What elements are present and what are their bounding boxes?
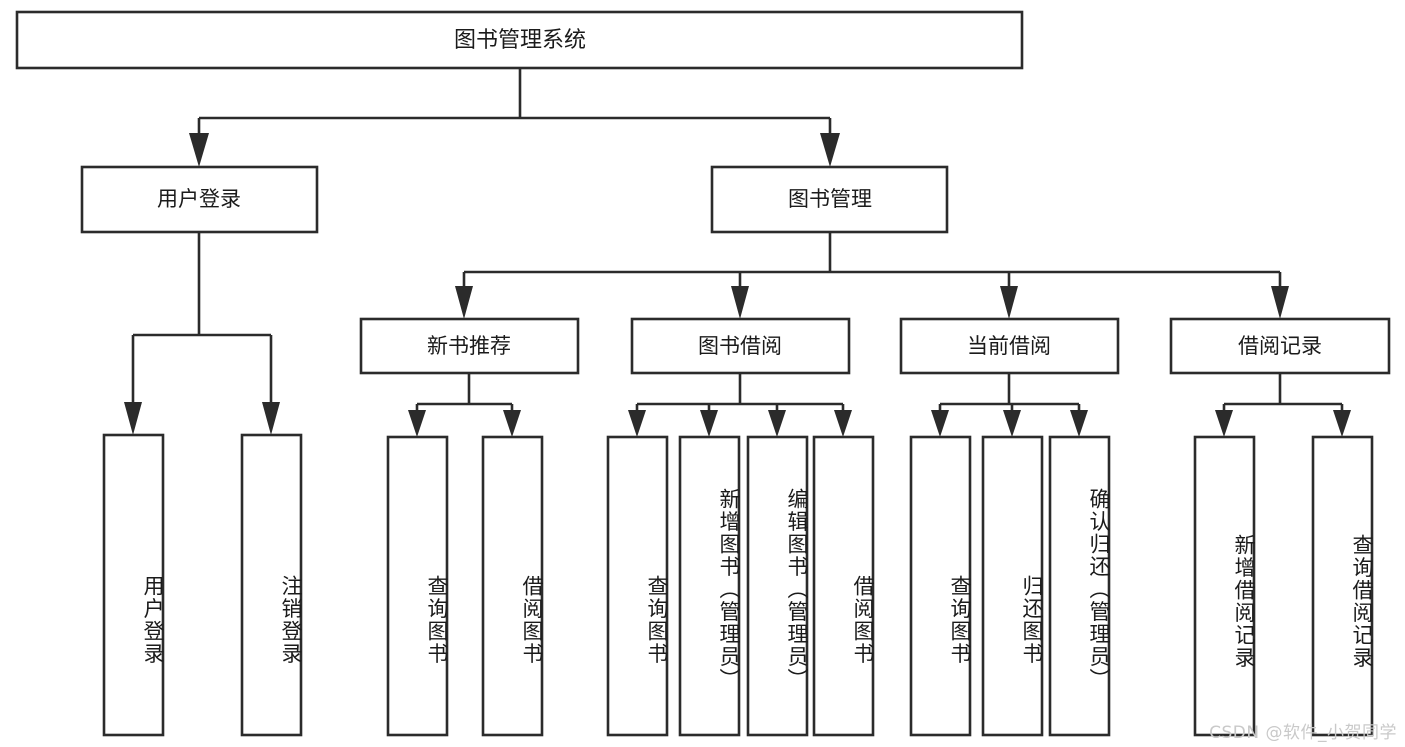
arrow-head-leaf-add-record	[1215, 410, 1233, 437]
node-book-borrow-box[interactable]	[630, 317, 851, 375]
node-book-borrow-label: 图书借阅	[698, 334, 782, 358]
arrow-head-leaf-add-book	[700, 410, 718, 437]
node-root-label: 图书管理系统	[454, 28, 586, 53]
node-leaf-query-book-2-box[interactable]	[606, 435, 669, 737]
arrow-head-leaf-user-login	[124, 402, 142, 435]
arrow-head-borrow-record	[1271, 286, 1289, 319]
arrow-head-leaf-logout-login	[262, 402, 280, 435]
node-book-manage-box[interactable]	[710, 165, 949, 234]
node-leaf-user-login-box[interactable]	[102, 433, 165, 737]
node-current-borrow[interactable]: 当前借阅	[899, 317, 1120, 375]
node-book-borrow[interactable]: 图书借阅	[630, 317, 851, 375]
node-book-manage-label: 图书管理	[788, 187, 872, 211]
connector-layer	[124, 68, 1351, 437]
arrow-head-leaf-confirm-return	[1070, 410, 1088, 437]
node-new-book-recommend[interactable]: 新书推荐	[359, 317, 580, 375]
arrow-head-new-book-recommend	[455, 286, 473, 319]
node-book-manage[interactable]: 图书管理	[710, 165, 949, 234]
node-leaf-borrow-book-1-box[interactable]	[481, 435, 544, 737]
node-new-book-recommend-label: 新书推荐	[427, 334, 511, 358]
node-borrow-record-box[interactable]	[1169, 317, 1391, 375]
leaf-box-layer[interactable]	[102, 433, 1374, 737]
arrow-head-current-borrow	[1000, 286, 1018, 319]
node-leaf-edit-book-box[interactable]	[746, 435, 809, 737]
node-leaf-query-book-1-box[interactable]	[386, 435, 449, 737]
node-leaf-add-book-box[interactable]	[678, 435, 741, 737]
node-root-box[interactable]	[15, 10, 1024, 70]
csdn-watermark: CSDN @软件_小贺同学	[1209, 723, 1397, 743]
node-root[interactable]: 图书管理系统	[15, 10, 1024, 70]
arrow-head-leaf-query-record	[1333, 410, 1351, 437]
node-leaf-borrow-book-2-box[interactable]	[812, 435, 875, 737]
node-leaf-query-record-box[interactable]	[1311, 435, 1374, 737]
arrow-head-user-login	[189, 133, 209, 167]
node-leaf-query-book-3-box[interactable]	[909, 435, 972, 737]
arrow-head-leaf-return-book	[1003, 410, 1021, 437]
arrow-head-leaf-edit-book	[768, 410, 786, 437]
arrow-head-leaf-query-book-1	[408, 410, 426, 437]
arrow-head-book-manage	[820, 133, 840, 167]
node-leaf-confirm-return-box[interactable]	[1048, 435, 1111, 737]
arrow-head-leaf-query-book-3	[931, 410, 949, 437]
arrow-head-leaf-query-book-2	[628, 410, 646, 437]
node-user-login-box[interactable]	[80, 165, 319, 234]
arrow-head-leaf-borrow-book-2	[834, 410, 852, 437]
node-current-borrow-box[interactable]	[899, 317, 1120, 375]
node-leaf-return-book-box[interactable]	[981, 435, 1044, 737]
arrow-head-book-borrow	[731, 286, 749, 319]
node-user-login-label: 用户登录	[157, 187, 241, 211]
node-new-book-recommend-box[interactable]	[359, 317, 580, 375]
node-borrow-record-label: 借阅记录	[1238, 334, 1322, 358]
node-borrow-record[interactable]: 借阅记录	[1169, 317, 1391, 375]
node-current-borrow-label: 当前借阅	[967, 334, 1051, 358]
node-leaf-logout-login-box[interactable]	[240, 433, 303, 737]
node-user-login[interactable]: 用户登录	[80, 165, 319, 234]
arrow-head-leaf-borrow-book-1	[503, 410, 521, 437]
node-leaf-add-record-box[interactable]	[1193, 435, 1256, 737]
